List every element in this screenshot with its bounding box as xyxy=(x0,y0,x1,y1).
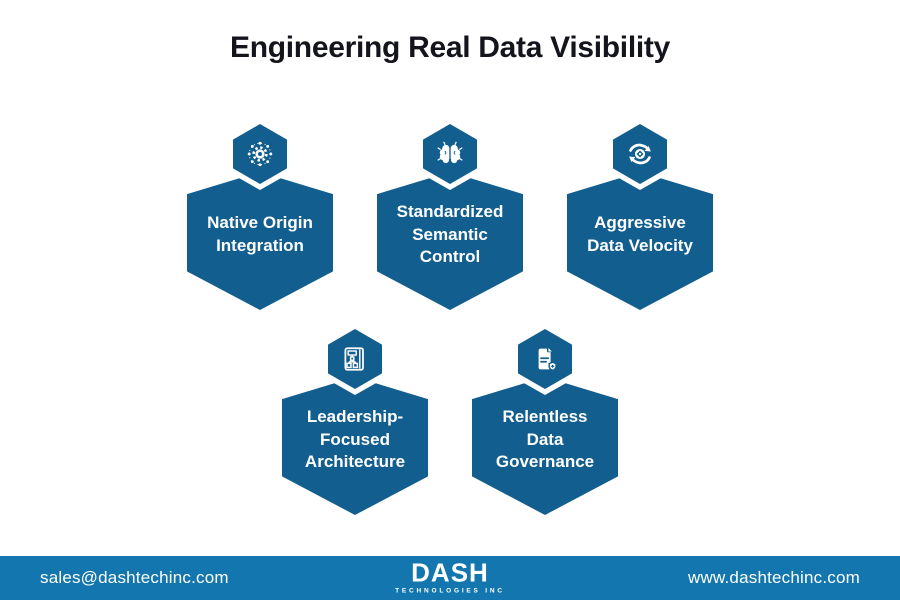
sync-arrows-icon xyxy=(629,143,651,165)
org-chart-board-icon xyxy=(344,347,364,371)
footer-bar: sales@dashtechinc.com DASH TECHNOLOGIES … xyxy=(0,556,900,600)
hex-card-label: Relentless Data Governance xyxy=(472,377,618,515)
label-line: Leadership- xyxy=(306,407,404,427)
label-line: Control xyxy=(419,247,481,267)
label-line: Data Velocity xyxy=(587,236,693,255)
label-line: Relentless xyxy=(502,407,588,427)
hex-card-label: Standardized Semantic Control xyxy=(377,172,523,310)
brain-icon xyxy=(437,141,463,164)
hex-card-aggressive-data-velocity: Aggressive Data Velocity xyxy=(564,118,716,318)
logo-wordmark: DASH xyxy=(411,557,489,588)
label-line: Governance xyxy=(495,452,595,472)
hex-card-label: Leadership- Focused Architecture xyxy=(282,377,428,515)
label-line: Aggressive xyxy=(594,213,686,233)
hex-card-label: Native Origin Integration xyxy=(187,172,333,310)
page-title: Engineering Real Data Visibility xyxy=(230,31,670,64)
label-line: Data xyxy=(526,429,564,449)
hex-card-label: Aggressive Data Velocity xyxy=(567,172,713,310)
label-line: Focused xyxy=(320,429,390,449)
label-line: Native Origin xyxy=(207,213,313,233)
label-line: Integration xyxy=(216,236,304,255)
hex-card-native-origin-integration: Native Origin Integration xyxy=(184,118,336,318)
label-line: Semantic xyxy=(412,224,488,244)
label-line: Architecture xyxy=(304,452,406,472)
dash-technologies-logo: DASH TECHNOLOGIES INC xyxy=(395,560,505,596)
logo-subtitle: TECHNOLOGIES INC xyxy=(395,587,505,595)
hex-card-relentless-data-governance: Relentless Data Governance xyxy=(469,323,621,523)
hex-card-standardized-semantic-control: Standardized Semantic Control xyxy=(374,118,526,318)
footer-website: www.dashtechinc.com xyxy=(688,568,860,587)
hex-card-leadership-focused-architecture: Leadership- Focused Architecture xyxy=(279,323,431,523)
gear-network-icon xyxy=(247,141,273,167)
label-line: Standardized xyxy=(396,202,504,222)
footer-email: sales@dashtechinc.com xyxy=(40,568,229,587)
document-shield-icon xyxy=(538,347,557,372)
